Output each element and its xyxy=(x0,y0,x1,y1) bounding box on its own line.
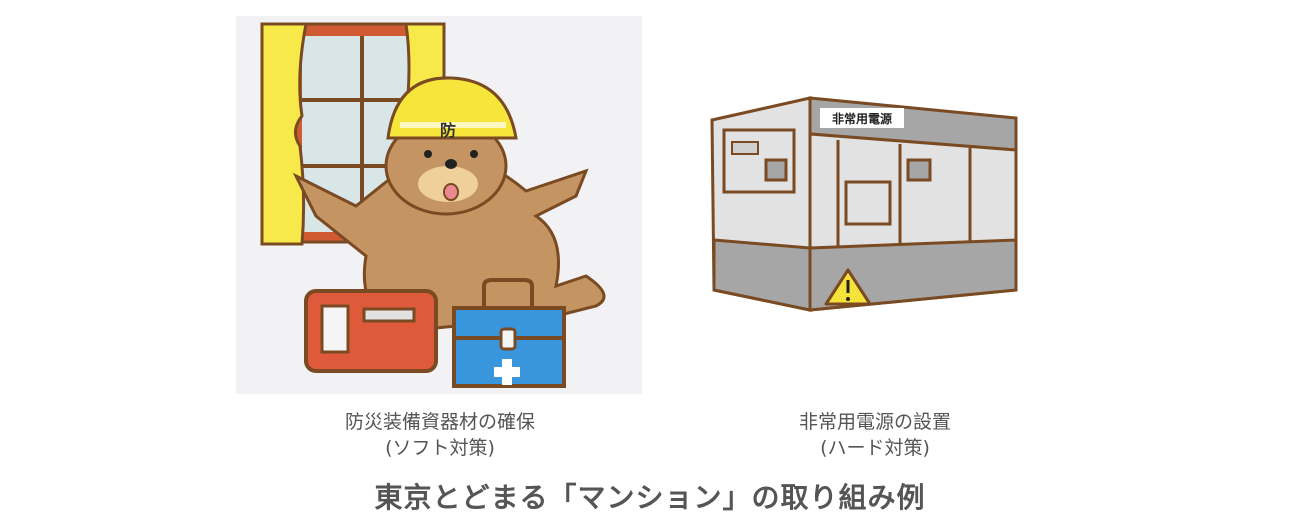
disaster-supplies-illustration: 防 xyxy=(236,16,642,394)
generator-icon: 非常用電源 xyxy=(710,96,1018,312)
right-caption-line1: 非常用電源の設置 xyxy=(798,411,951,433)
left-caption-line2: (ソフト対策) xyxy=(385,437,495,459)
page-title: 東京とどまる「マンション」の取り組み例 xyxy=(374,481,926,514)
helmet-label: 防 xyxy=(440,121,456,140)
red-case-icon xyxy=(304,289,438,373)
left-caption-line1: 防災装備資器材の確保 xyxy=(344,411,535,433)
emergency-generator-illustration: 非常用電源 xyxy=(700,90,1030,330)
soft-measures-caption: 防災装備資器材の確保 (ソフト対策) xyxy=(280,409,600,461)
generator-sign-label: 非常用電源 xyxy=(832,111,892,126)
right-caption-line2: (ハード対策) xyxy=(820,437,930,459)
first-aid-box-icon xyxy=(452,278,566,388)
hard-measures-caption: 非常用電源の設置 (ハード対策) xyxy=(740,409,1010,461)
warning-icon xyxy=(824,268,872,306)
